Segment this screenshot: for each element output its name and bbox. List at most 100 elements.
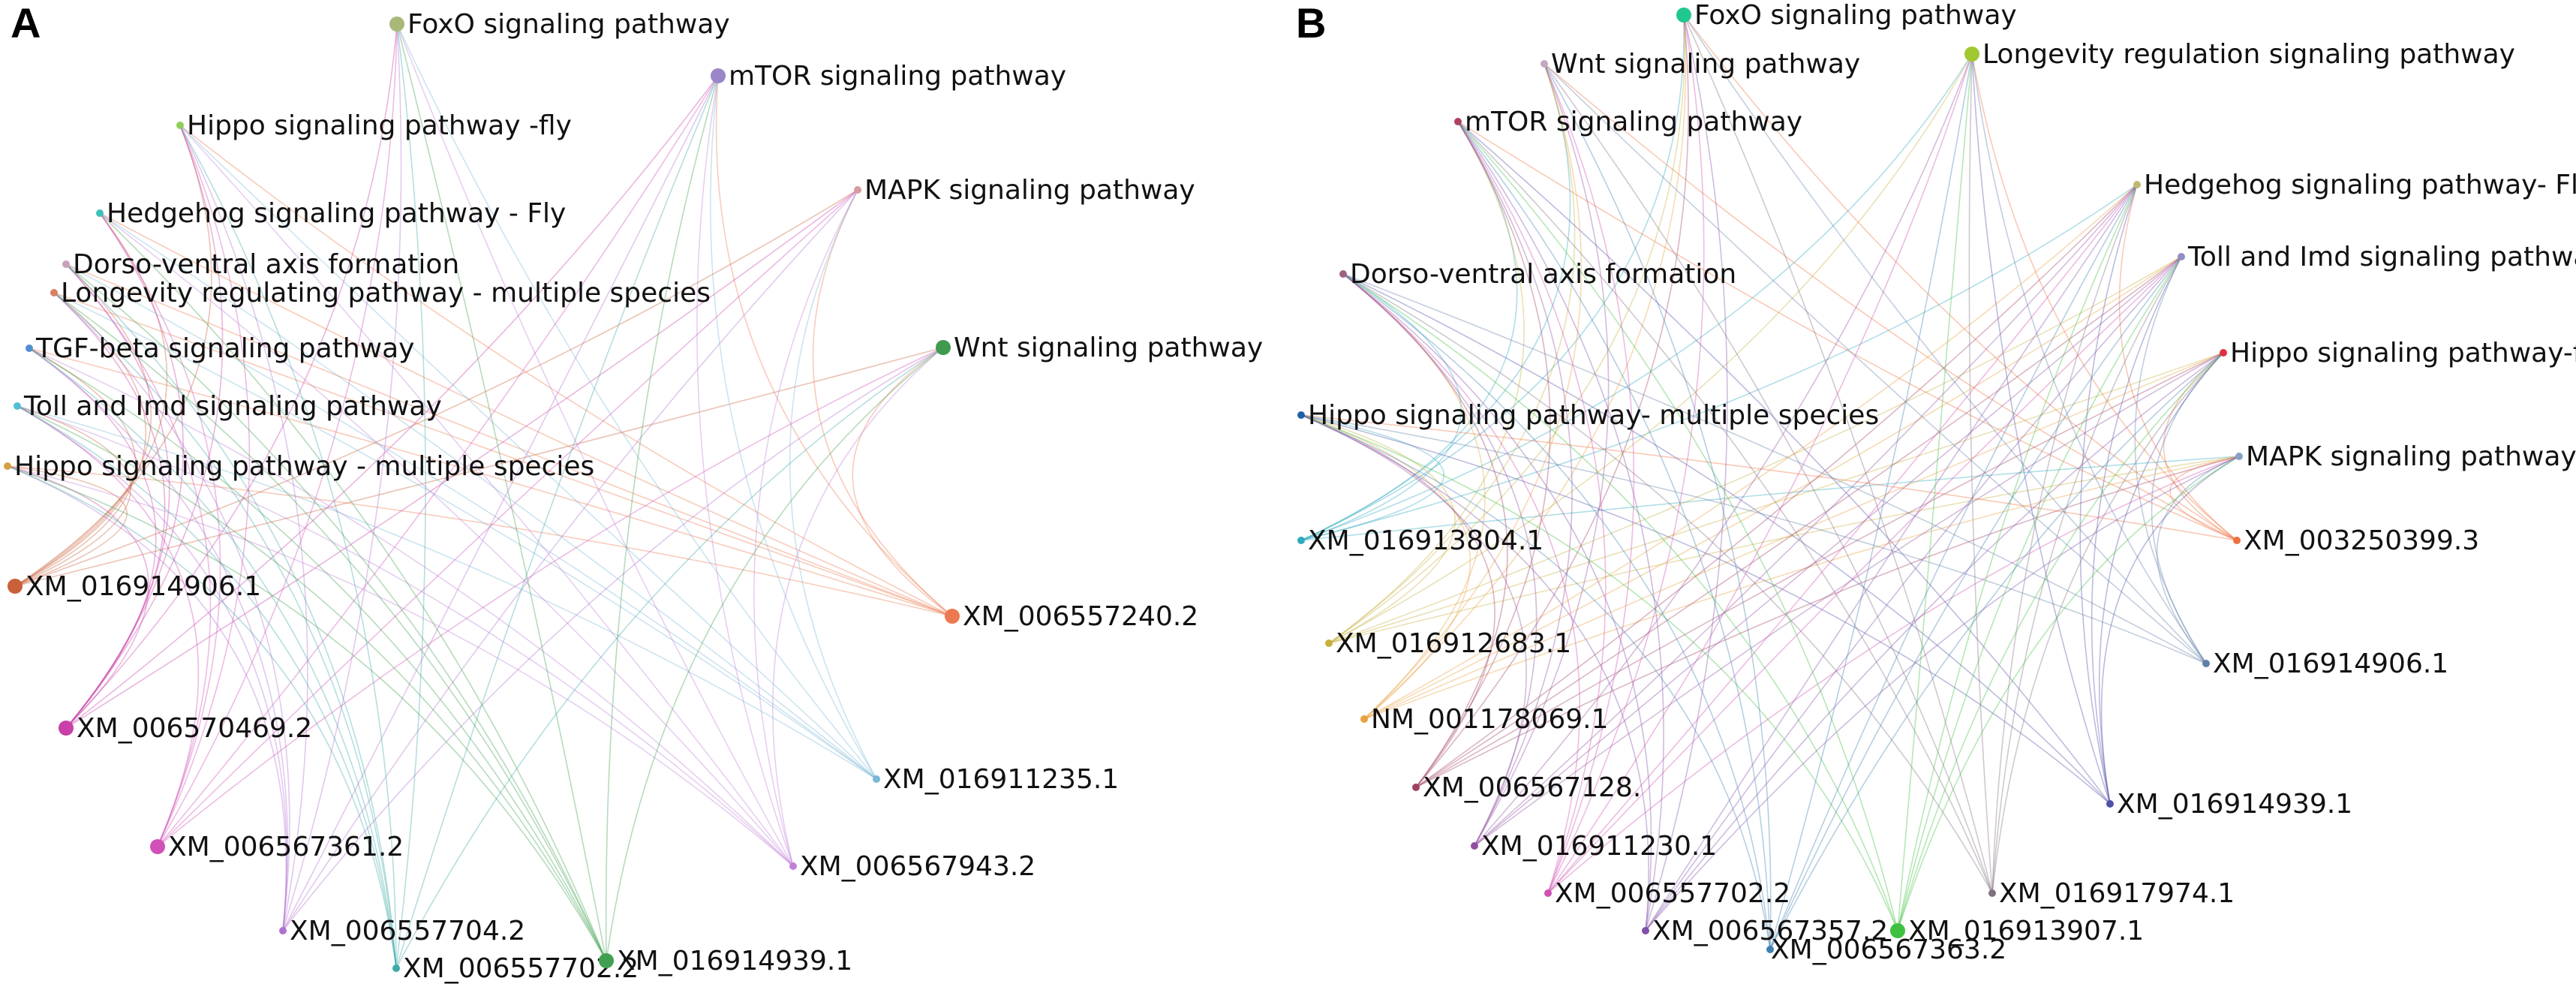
network-edge bbox=[2169, 456, 2240, 541]
pathway-label: Hedgehog signaling pathway- Fly bbox=[2144, 170, 2576, 200]
pathway-label: Hippo signaling pathway -fly bbox=[187, 110, 572, 141]
pathway-node bbox=[2133, 181, 2141, 188]
network-edge bbox=[1971, 53, 2238, 541]
network-edge bbox=[1683, 14, 2207, 664]
pathway-label: Longevity regulating pathway - multiple … bbox=[61, 278, 711, 308]
gene-label: XM_006570469.2 bbox=[77, 713, 312, 744]
gene-label: XM_006567363.2 bbox=[1771, 934, 2006, 965]
pathway-label: FoxO signaling pathway bbox=[1694, 0, 2017, 31]
network-edge bbox=[65, 263, 170, 729]
network-edge bbox=[1474, 352, 2224, 847]
pathway-node bbox=[4, 462, 11, 470]
network-edge bbox=[753, 189, 858, 867]
network-edge bbox=[1415, 14, 1689, 788]
pathway-node bbox=[2178, 253, 2185, 260]
gene-label: XM_006567943.2 bbox=[800, 851, 1036, 882]
network-edge bbox=[65, 212, 184, 729]
network-edge bbox=[1300, 414, 1898, 931]
network-edge bbox=[1300, 14, 1685, 541]
network-edge bbox=[1645, 456, 2240, 931]
network-edge bbox=[1300, 456, 2240, 541]
network-edge bbox=[1328, 14, 1685, 644]
network-edge bbox=[1457, 121, 1664, 931]
network-edge bbox=[2079, 184, 2138, 805]
network-edge bbox=[2118, 184, 2238, 541]
network-edge bbox=[1547, 256, 2182, 894]
network-edge bbox=[65, 125, 224, 729]
gene-label: XM_016913907.1 bbox=[1908, 916, 2144, 946]
network-edge bbox=[1342, 273, 1508, 788]
network-edge bbox=[1457, 121, 1993, 894]
network-edge bbox=[1328, 53, 1973, 644]
gene-node bbox=[873, 775, 880, 783]
gene-node bbox=[1325, 639, 1333, 647]
network-edge bbox=[17, 405, 287, 931]
gene-node bbox=[279, 927, 287, 934]
network-edge bbox=[1971, 53, 2111, 805]
gene-label: XM_016914939.1 bbox=[617, 946, 852, 976]
network-edge bbox=[1300, 63, 1571, 541]
gene-label: NM_001178069.1 bbox=[1371, 704, 1608, 735]
gene-node bbox=[2233, 537, 2241, 544]
network-edge bbox=[396, 23, 877, 780]
network-edge bbox=[29, 348, 288, 931]
network-edge bbox=[1547, 456, 2240, 894]
pathway-node bbox=[1540, 60, 1548, 68]
network-edge bbox=[1474, 184, 2138, 847]
network-edge bbox=[65, 263, 397, 969]
gene-node bbox=[1766, 946, 1774, 953]
network-edge bbox=[1897, 456, 2240, 931]
network-edge bbox=[1300, 121, 1518, 541]
network-edge bbox=[14, 292, 146, 587]
network-edge bbox=[1971, 53, 2207, 664]
network-edge bbox=[1300, 414, 2111, 805]
pathway-label: Longevity regulation signaling pathway bbox=[1982, 39, 2515, 70]
network-edge bbox=[395, 23, 426, 969]
network-edge bbox=[1457, 121, 1898, 931]
network-edge bbox=[2163, 352, 2238, 541]
pathway-label: Hippo signaling pathway - multiple speci… bbox=[14, 451, 594, 482]
pathway-node bbox=[711, 68, 726, 83]
network-edge bbox=[1991, 184, 2138, 894]
network-edge bbox=[1547, 184, 2138, 894]
pathway-node bbox=[2235, 453, 2243, 460]
gene-node bbox=[1890, 923, 1905, 938]
network-edge bbox=[1300, 273, 1462, 541]
panel-b-letter: B bbox=[1296, 0, 1326, 47]
network-edge bbox=[1415, 256, 2182, 788]
network-edge bbox=[29, 348, 794, 867]
pathway-label: Wnt signaling pathway bbox=[1551, 49, 1860, 80]
gene-label: XM_016912683.1 bbox=[1336, 628, 1571, 659]
network-edge bbox=[1300, 184, 2138, 541]
network-edge bbox=[29, 348, 953, 617]
gene-node bbox=[599, 953, 614, 968]
gene-node bbox=[789, 862, 797, 870]
panel-a-letter: A bbox=[11, 0, 41, 47]
pathway-label: MAPK signaling pathway bbox=[2246, 441, 2576, 472]
network-edge bbox=[1415, 352, 2224, 788]
network-edge bbox=[1683, 14, 1993, 894]
network-edge bbox=[1645, 352, 2224, 931]
network-edge bbox=[282, 23, 402, 931]
network-edge bbox=[395, 75, 719, 969]
network-edge bbox=[65, 23, 398, 729]
network-edge bbox=[17, 405, 607, 961]
network-edge bbox=[812, 189, 953, 617]
network-edge bbox=[2098, 352, 2224, 805]
network-edge bbox=[1300, 414, 1471, 720]
pathway-label: mTOR signaling pathway bbox=[729, 61, 1066, 92]
network-edge bbox=[1342, 273, 1652, 931]
network-edge bbox=[17, 405, 200, 847]
network-edge bbox=[53, 292, 397, 969]
panel-b-edges bbox=[1300, 14, 2240, 950]
network-edge bbox=[17, 405, 877, 780]
network-edge bbox=[1645, 256, 2182, 931]
network-edge bbox=[1543, 63, 1635, 894]
network-edge bbox=[396, 23, 794, 867]
network-edge bbox=[7, 465, 397, 969]
network-edge bbox=[53, 292, 607, 961]
network-edge bbox=[1457, 121, 1771, 950]
network-edge bbox=[1897, 53, 1973, 931]
pathway-node bbox=[936, 340, 951, 355]
